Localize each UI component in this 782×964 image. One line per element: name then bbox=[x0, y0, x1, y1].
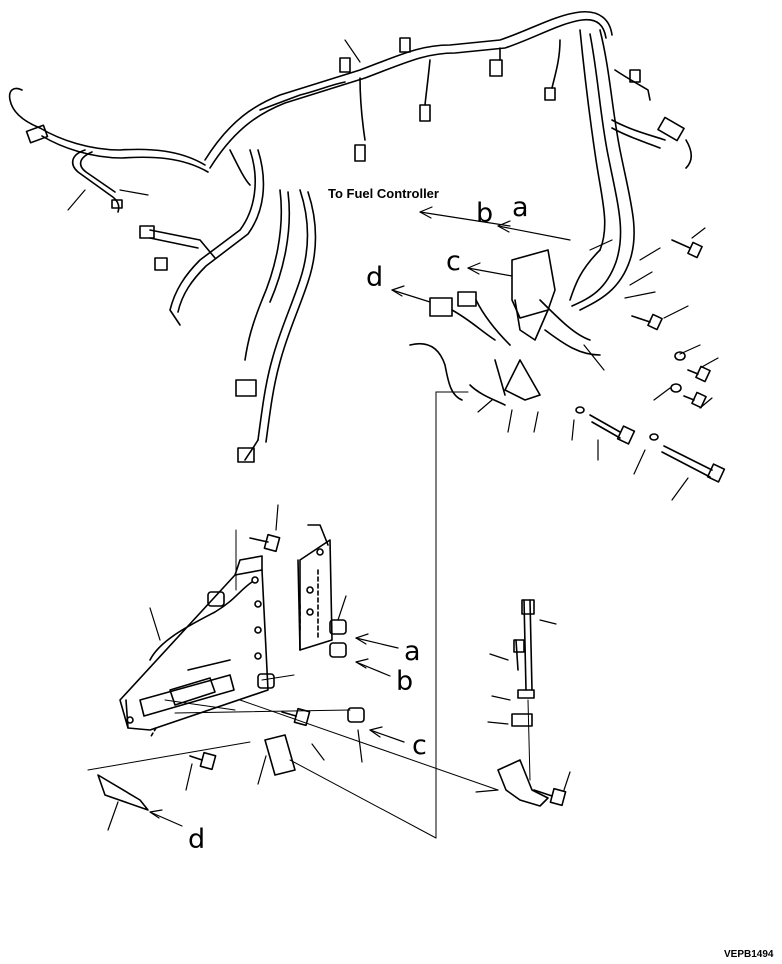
leader-lines-lower bbox=[107, 504, 571, 831]
fastener-group-upper bbox=[575, 239, 726, 483]
fuel-controller-note: To Fuel Controller bbox=[328, 186, 439, 201]
callout-c-bottom: c bbox=[412, 730, 427, 761]
bracket-assembly bbox=[87, 391, 499, 839]
arrows-lower bbox=[149, 633, 405, 827]
callout-b-bottom: b bbox=[396, 666, 414, 697]
small-bracket bbox=[497, 599, 567, 807]
callout-b-top: b bbox=[476, 198, 494, 229]
callout-d-top: d bbox=[366, 262, 384, 293]
leader-lines-upper bbox=[67, 39, 719, 501]
callout-c-top: c bbox=[446, 246, 461, 277]
callout-a-bottom: a bbox=[404, 636, 421, 667]
wiring-harness bbox=[8, 10, 693, 463]
callout-a-top: a bbox=[512, 192, 529, 223]
drawing-code: VEPB1494 bbox=[724, 949, 774, 960]
callout-d-bottom: d bbox=[188, 824, 206, 855]
arrows-upper bbox=[391, 206, 571, 303]
